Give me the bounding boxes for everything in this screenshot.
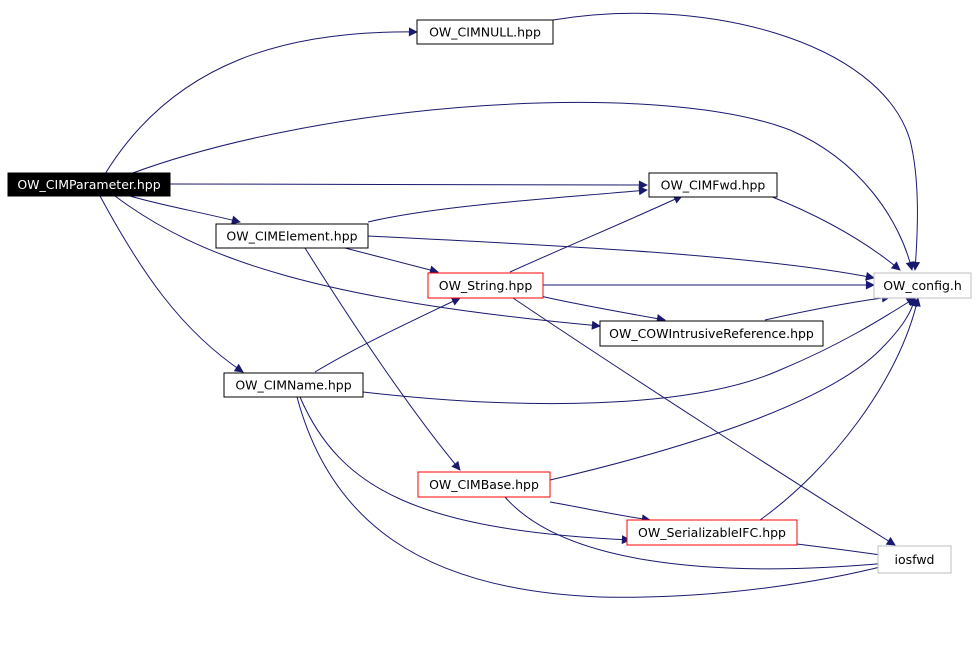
node-cimbase[interactable]: OW_CIMBase.hpp [417,471,551,498]
node-box [223,372,364,398]
node-cowintrusivereference[interactable]: OW_COWIntrusiveReference.hpp [599,320,824,347]
node-cimelement[interactable]: OW_CIMElement.hpp [215,223,369,249]
node-label: iosfwd [895,552,935,567]
edge-string-to-cow [539,295,666,324]
edges [99,12,921,598]
edge-parameter-to-cimfwd [169,180,648,190]
edge-serial-to-config [759,297,921,521]
edge-cow-to-config [764,293,891,321]
edge-cimfwd-to-config [769,195,901,271]
node-label: OW_SerializableIFC.hpp [638,525,786,540]
node-box [873,272,972,299]
edge-cimbase-to-serial [549,501,651,524]
node-box [427,272,544,299]
edge-element-to-string [344,247,439,275]
node-label: OW_CIMBase.hpp [429,477,539,492]
edge-element-to-config [367,235,875,281]
edge-cimnull-to-config [552,12,921,271]
nodes: OW_CIMParameter.hpp OW_CIMNULL.hpp OW_CI… [7,19,972,574]
node-label: OW_config.h [883,278,962,293]
node-string[interactable]: OW_String.hpp [427,272,544,299]
edge-cimname-to-config [362,297,916,405]
node-cimfwd[interactable]: OW_CIMFwd.hpp [648,172,778,198]
edge-cimbase-to-config [549,297,918,481]
edge-cimbase-to-iosfwd [504,496,889,570]
node-label: OW_CIMParameter.hpp [17,177,160,192]
edge-serial-to-iosfwd [796,543,889,560]
node-box [648,172,778,198]
node-cimnull[interactable]: OW_CIMNULL.hpp [416,19,554,45]
edge-cimname-to-string [314,297,461,373]
node-box [215,223,369,249]
edge-string-to-cimfwd [509,195,683,273]
edge-parameter-to-element [129,195,241,225]
edge-parameter-to-cimname [99,195,244,373]
node-box [599,320,824,347]
node-iosfwd[interactable]: iosfwd [877,545,952,574]
edge-parameter-to-cow [114,195,601,330]
node-label: OW_String.hpp [439,278,533,293]
edge-element-to-cimfwd [367,186,648,223]
node-label: OW_CIMElement.hpp [226,229,357,244]
node-box [416,19,554,45]
node-label: OW_CIMFwd.hpp [661,178,766,193]
node-box [7,172,171,197]
node-serializableifc[interactable]: OW_SerializableIFC.hpp [626,519,798,546]
edge-string-to-iosfwd [512,297,896,546]
edge-element-to-cimbase [304,247,461,471]
node-box [417,471,551,498]
node-config[interactable]: OW_config.h [873,272,972,299]
node-label: OW_COWIntrusiveReference.hpp [609,326,814,341]
node-cimname[interactable]: OW_CIMName.hpp [223,372,364,398]
edge-parameter-to-config [129,101,915,271]
edge-cimname-to-iosfwd [296,396,889,598]
edge-parameter-to-cimnull [104,27,418,175]
node-label: OW_CIMName.hpp [235,378,351,393]
edge-cimname-to-serial [299,396,631,545]
node-box [877,545,952,574]
node-cimparameter[interactable]: OW_CIMParameter.hpp [7,172,171,197]
node-label: OW_CIMNULL.hpp [429,25,541,40]
node-box [626,519,798,546]
